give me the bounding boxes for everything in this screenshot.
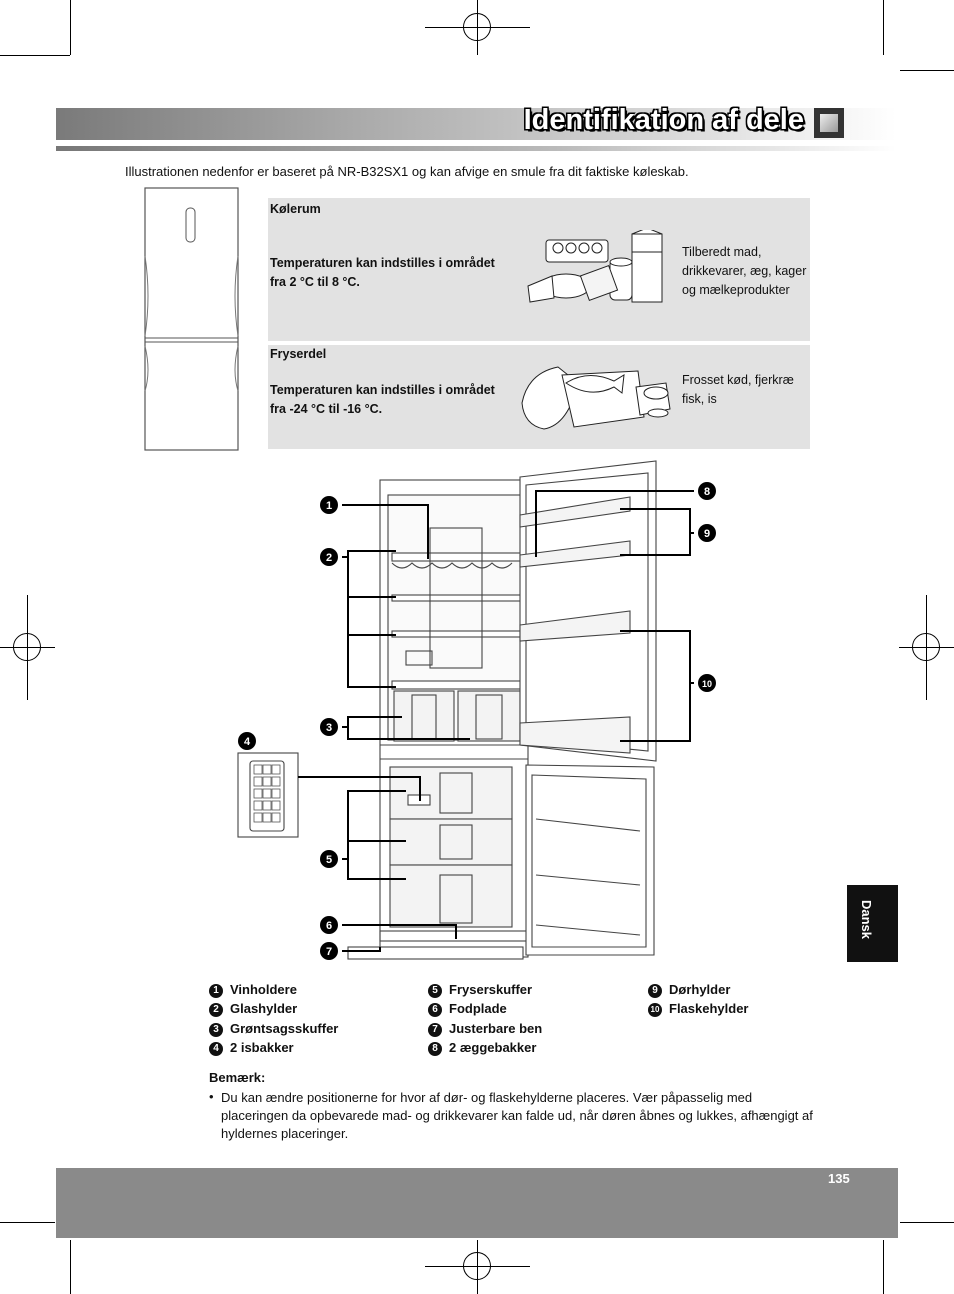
crop-mark xyxy=(70,0,71,55)
legend-column-3: 9 Dørhylder 10 Flaskehylder xyxy=(648,980,749,1019)
callout-8-label: 8 xyxy=(704,486,710,498)
legend-label: Dørhylder xyxy=(669,982,731,997)
legend-number: 4 xyxy=(209,1041,223,1056)
crop-mark xyxy=(0,55,70,56)
legend-item: 2 Glashylder xyxy=(209,999,338,1018)
legend-item: 5 Fryserskuffer xyxy=(428,980,542,999)
callout-3 xyxy=(320,718,338,736)
legend-number: 2 xyxy=(209,1003,223,1018)
refrigerator-panel: Kølerum Temperaturen kan indstilles i om… xyxy=(268,198,810,341)
page-number: 135 xyxy=(828,1171,850,1186)
legend-item: 3 Grøntsagsskuffer xyxy=(209,1019,338,1038)
crop-mark xyxy=(900,1222,954,1223)
legend-label: Grøntsagsskuffer xyxy=(230,1020,339,1036)
callout-10-label: 10 xyxy=(702,679,712,689)
legend-number: 1 xyxy=(209,984,223,998)
legend-number: 6 xyxy=(428,1003,442,1018)
panel-temperature: Temperaturen kan indstilles i området fr… xyxy=(270,256,495,289)
panel-description: Frosset kød, fjerkræ fisk, is xyxy=(682,373,794,406)
registration-circle xyxy=(13,633,41,661)
callout-1-label: 1 xyxy=(326,500,332,512)
legend-column-2: 5 Fryserskuffer 6 Fodplade 7 Justerbare ben… xyxy=(428,980,542,1057)
legend-number: 8 xyxy=(428,1041,442,1056)
freezer-panel: Fryserdel Temperaturen kan indstilles i … xyxy=(268,345,810,449)
crop-mark xyxy=(900,70,954,71)
note-bullet: • xyxy=(209,1089,214,1104)
callout-9 xyxy=(698,524,716,542)
title-underline xyxy=(56,146,896,151)
legend-label: Fryserskuffer xyxy=(449,982,533,997)
callout-9-label: 9 xyxy=(704,528,710,540)
callout-7-label: 7 xyxy=(326,946,332,958)
registration-circle xyxy=(463,1252,491,1280)
crop-mark xyxy=(883,0,884,55)
note-text: Du kan ændre positionerne for hvor af dø… xyxy=(221,1090,813,1141)
food-icon xyxy=(527,230,663,303)
language-tab xyxy=(847,885,898,962)
legend-item: 6 Fodplade xyxy=(428,999,542,1018)
legend-label: Flaskehylder xyxy=(669,1001,749,1017)
legend-number: 5 xyxy=(428,984,442,998)
legend-label: Vinholdere xyxy=(230,982,297,997)
legend-label: Justerbare ben xyxy=(449,1020,543,1036)
panel-heading: Fryserdel xyxy=(270,347,327,361)
fridge-front-illustration xyxy=(144,187,239,451)
refrigerator-diagram: 1 2 3 4 5 6 7 8 9 10 xyxy=(237,460,716,960)
callout-2-label: 2 xyxy=(326,552,332,564)
callout-3-label: 3 xyxy=(326,722,332,734)
legend-number: 10 xyxy=(648,1003,662,1018)
intro-text: Illustrationen nedenfor er baseret på NR… xyxy=(125,164,689,179)
legend-item: 10 Flaskehylder xyxy=(648,999,749,1018)
legend-item: 4 2 isbakker xyxy=(209,1038,338,1057)
callout-6 xyxy=(320,916,338,934)
footer-bar xyxy=(56,1168,898,1238)
legend-label: 2 æggebakker xyxy=(449,1039,537,1055)
crop-mark xyxy=(70,1240,71,1294)
registration-circle xyxy=(912,633,940,661)
legend-label: 2 isbakker xyxy=(230,1039,294,1055)
title-bar xyxy=(56,108,896,140)
legend-label: Glashylder xyxy=(230,1001,298,1017)
callout-markers: 1 2 3 4 5 6 7 8 9 10 xyxy=(238,482,716,960)
callout-5 xyxy=(320,850,338,868)
callout-5-label: 5 xyxy=(326,854,332,866)
callout-4 xyxy=(238,732,256,750)
frozen-food-icon xyxy=(521,366,671,430)
language-tab-label: Dansk xyxy=(859,900,874,940)
callout-6-label: 6 xyxy=(326,920,332,932)
legend-label: Fodplade xyxy=(449,1001,507,1017)
panel-temperature: Temperaturen kan indstilles i området fr… xyxy=(270,383,495,416)
registration-circle xyxy=(463,13,491,41)
legend-column-1: 1 Vinholdere 2 Glashylder 3 Grøntsagsskuffe… xyxy=(209,980,338,1057)
legend-item: 8 2 æggebakker xyxy=(428,1038,542,1057)
title-square-icon xyxy=(814,108,844,138)
crop-mark xyxy=(0,1222,55,1223)
note-heading: Bemærk: xyxy=(209,1070,266,1085)
legend-item: 1 Vinholdere xyxy=(209,980,338,999)
callout-4-label: 4 xyxy=(244,736,251,748)
legend-number: 9 xyxy=(648,984,662,998)
legend-number: 3 xyxy=(209,1022,223,1037)
callout-10 xyxy=(698,674,716,692)
legend-number: 7 xyxy=(428,1022,442,1037)
panel-description: Tilberedt mad, drikkevarer, æg, kager og… xyxy=(682,245,807,297)
callout-7 xyxy=(320,942,338,960)
callout-8 xyxy=(698,482,716,500)
crop-mark xyxy=(883,1240,884,1294)
page-title: Identifikation af dele xyxy=(523,104,804,136)
panel-heading: Kølerum xyxy=(270,202,321,216)
legend-item: 9 Dørhylder xyxy=(648,980,749,999)
legend-item: 7 Justerbare ben xyxy=(428,1019,542,1038)
callout-2 xyxy=(320,548,338,566)
callout-1 xyxy=(320,496,338,514)
